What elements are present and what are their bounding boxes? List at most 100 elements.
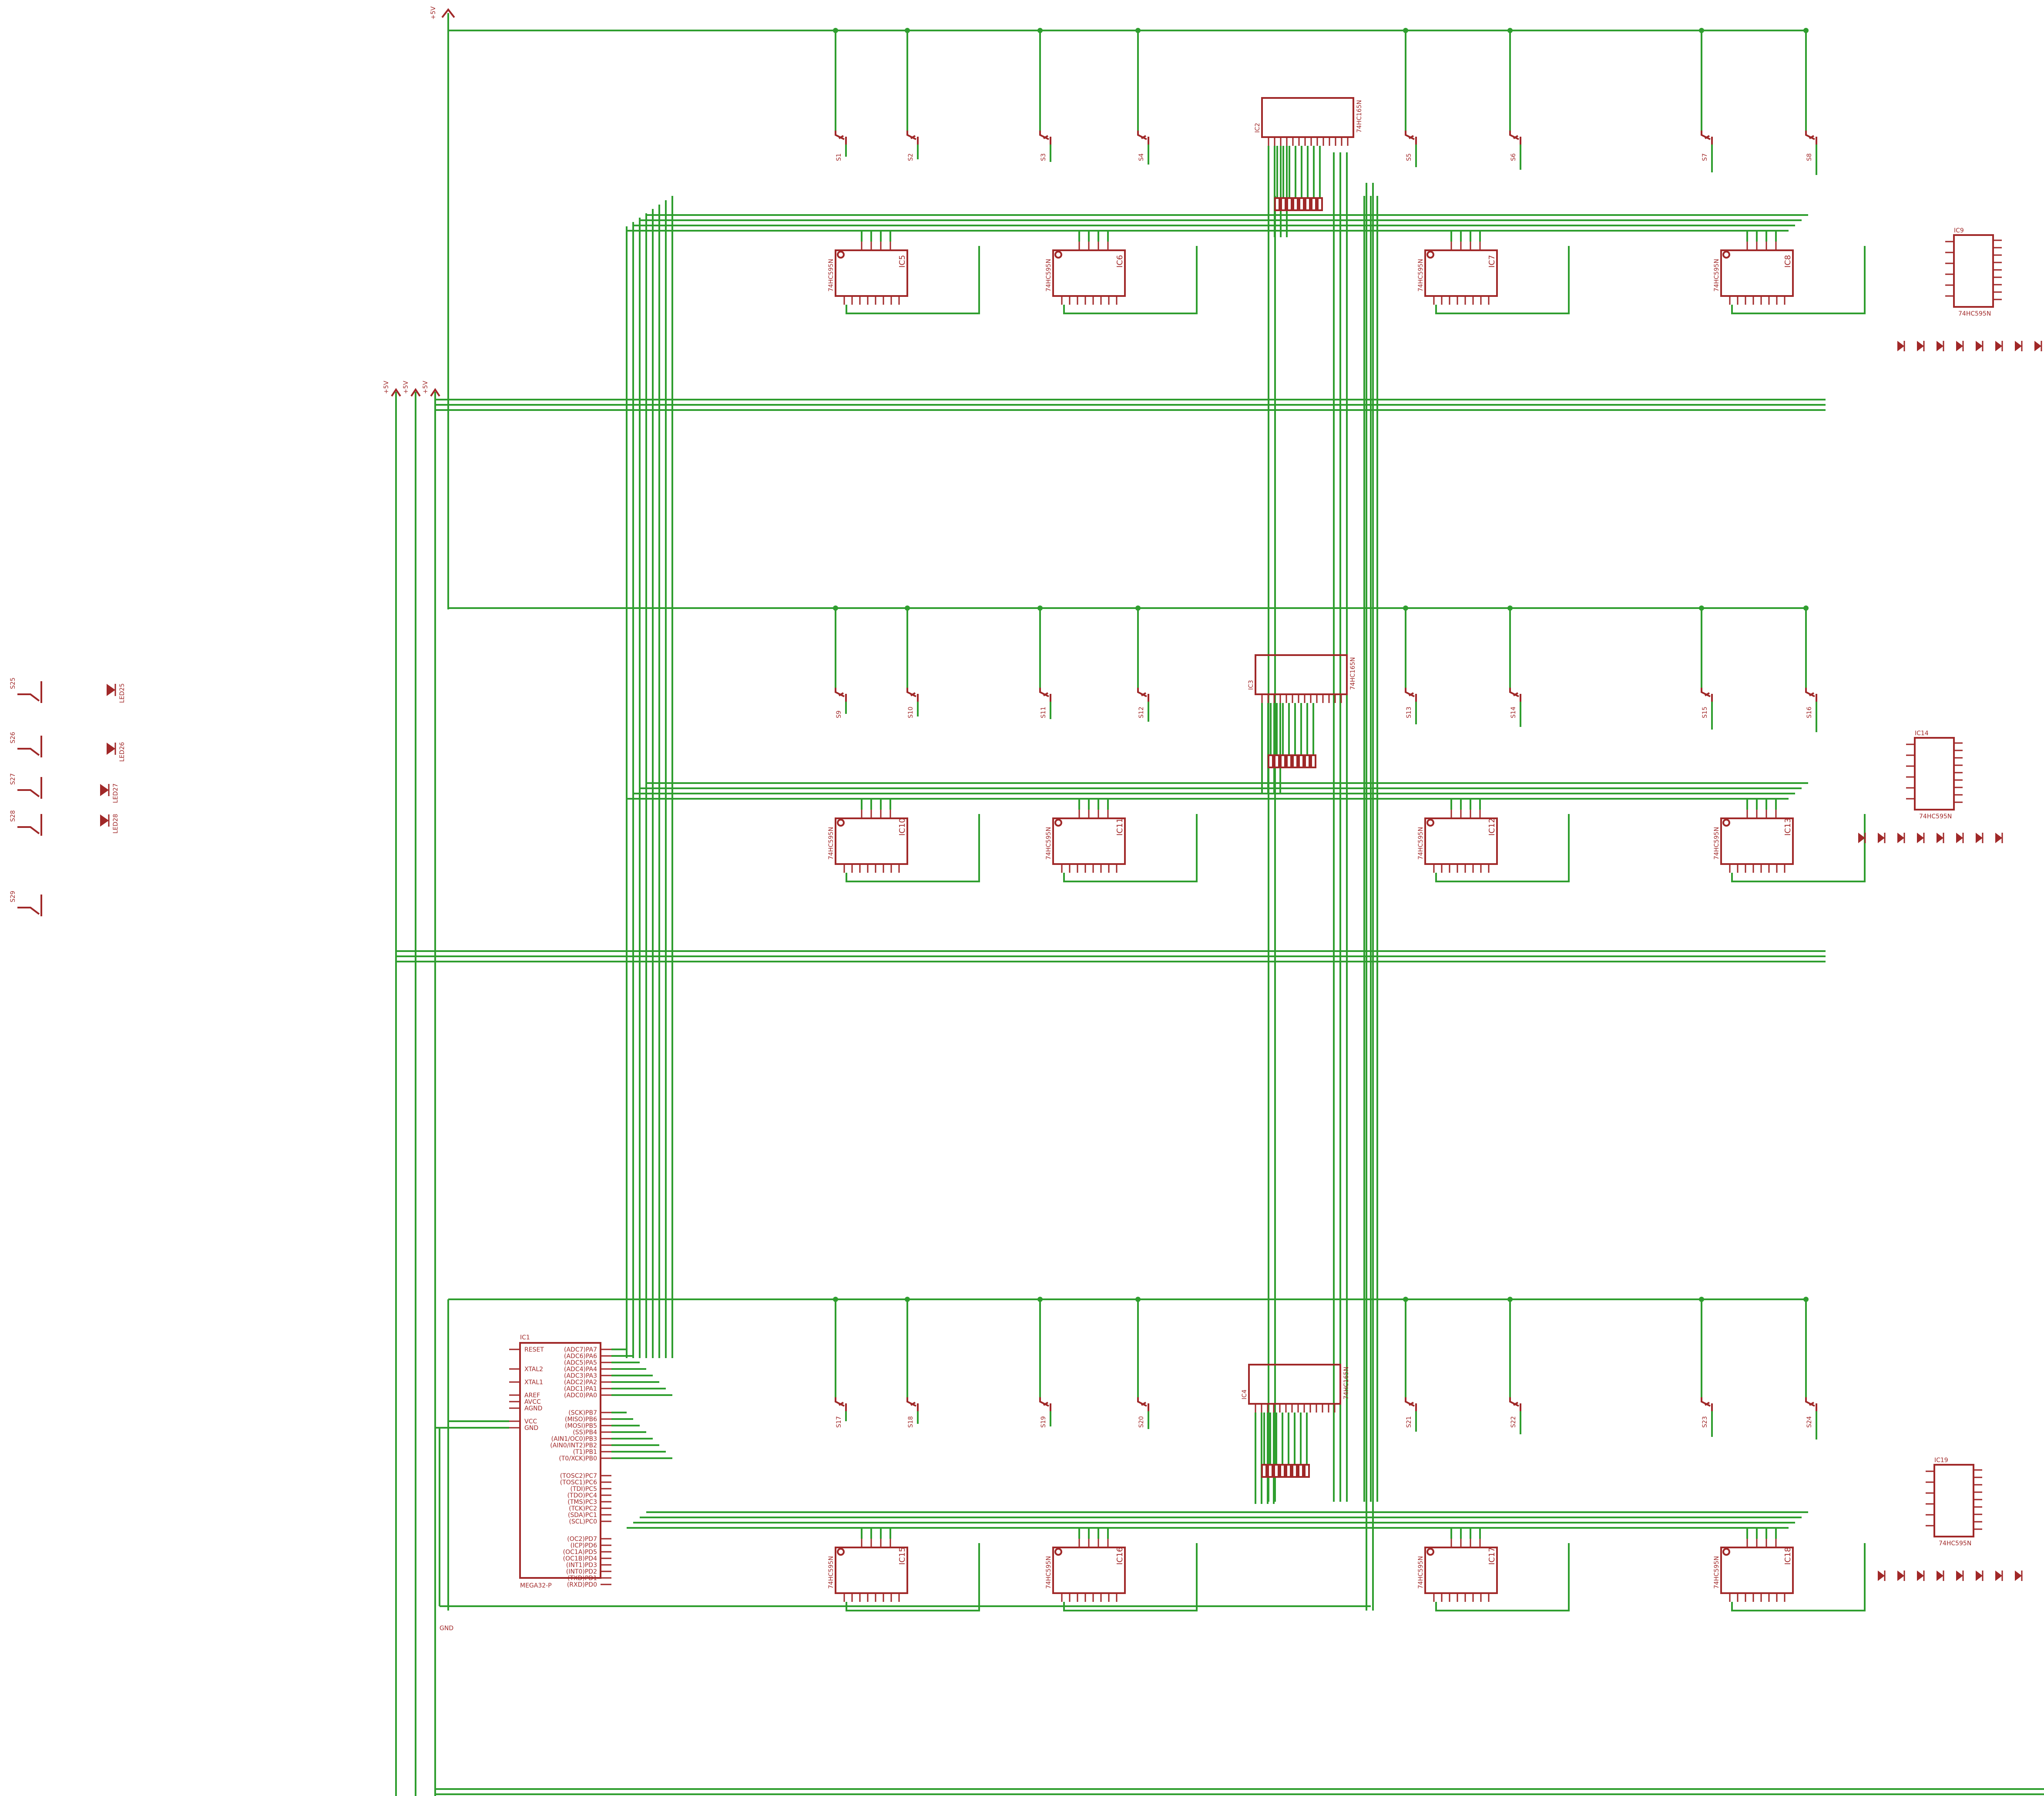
chain-wire [1063,246,1198,314]
switch-label: S22 [1510,1416,1517,1428]
pullup-resistor [1304,1464,1310,1478]
junction-dot [1037,605,1043,611]
register-value: 74HC165N [1349,657,1356,690]
switch-contact [1513,135,1519,139]
pullup-resistor [1261,1464,1267,1478]
pullup-resistor [1267,1464,1273,1478]
junction-dot [1507,605,1513,611]
junction-dot [1403,605,1408,611]
loose-switch [17,789,40,797]
ground-label: GND [440,1625,453,1632]
mcu-pin-label: (TXD)PD1 [567,1575,597,1582]
side-register-name: IC9 [1954,227,1964,234]
switch-contact [1704,135,1710,139]
led-icon [2015,341,2022,351]
loose-led-icon [107,684,115,696]
output-shift-register [1052,1547,1126,1594]
mcu-pin-label: GND [524,1425,538,1432]
chain-wire [1731,1543,1866,1611]
switch-label: S13 [1406,706,1413,718]
pullup-resistor [1298,754,1304,768]
pullup-resistor [1311,197,1317,211]
led-icon [1917,833,1924,843]
switch-contact [1408,692,1414,696]
switch-contact [1141,1402,1147,1406]
switch-label: S9 [836,710,842,718]
mcu-pin-label: (TCK)PC2 [569,1505,597,1512]
mcu-pin-label: (TDO)PC4 [567,1492,597,1499]
mcu-pin-label: (ADC6)PA6 [564,1353,597,1360]
supply-label: +5V [430,6,437,20]
register-value: 74HC165N [1343,1367,1350,1399]
register-name: IC4 [1241,1389,1248,1399]
led-icon [1937,1571,1943,1581]
switch-contact [1141,692,1147,696]
loose-switch-label: S28 [10,810,17,822]
led-icon [1878,833,1885,843]
clock-bubble [1722,1548,1730,1556]
switch-contact [1408,135,1414,139]
junction-dot [905,28,910,33]
mcu-pin-label: AGND [524,1405,542,1412]
led-icon [2015,1571,2022,1581]
side-register-name: IC14 [1915,730,1929,737]
led-icon [1976,1571,1983,1581]
led-icon [1995,341,2002,351]
loose-led-label: LED25 [119,683,126,703]
side-register-value: 74HC595N [1919,813,1952,820]
switch-label: S18 [907,1416,914,1428]
junction-dot [833,28,838,33]
register-name: IC17 [1487,1547,1497,1565]
pullup-resistor [1273,1464,1279,1478]
mcu-pin-label: XTAL1 [524,1379,543,1386]
chain-wire [1435,246,1570,314]
junction-dot [1699,1297,1704,1302]
switch-contact [838,135,844,139]
chain-wire [1731,246,1866,314]
pullup-resistor [1292,1464,1298,1478]
register-value: 74HC595N [1417,1556,1424,1589]
switch-label: S3 [1040,153,1047,161]
loose-led-label: LED28 [112,814,119,834]
mcu-pin-label: AREF [524,1392,540,1399]
switch-contact [1704,692,1710,696]
pullup-resistor [1310,754,1316,768]
part-layer [17,8,2042,1602]
chain-wire [1435,1543,1570,1611]
pullup-resistor [1299,197,1305,211]
mcu-pin-label: (OC1A)PD5 [563,1549,597,1556]
pullup-resistor [1305,197,1311,211]
register-name: IC11 [1115,818,1124,836]
pullup-resistor [1268,754,1274,768]
switch-label: S21 [1406,1416,1413,1428]
input-shift-register [1261,97,1354,138]
side-register-name: IC19 [1934,1457,1948,1464]
supply-arrow [430,388,440,397]
led-icon [1858,833,1865,843]
register-name: IC5 [898,255,907,268]
chain-wire [1731,814,1866,882]
loose-switch [17,907,40,915]
mcu-pin-label: (ADC7)PA7 [564,1346,597,1353]
mcu-pin-label: (MISO)PB6 [565,1416,597,1423]
loose-switch-label: S25 [10,677,17,689]
junction-dot [1403,1297,1408,1302]
register-value: 74HC595N [828,1556,835,1589]
clock-bubble [837,251,845,259]
switch-label: S1 [836,153,842,161]
clock-bubble [837,1548,845,1556]
junction-dot [905,605,910,611]
led-icon [1897,341,1904,351]
junction-dot [1699,605,1704,611]
mcu-pin-label: (SCL)PC0 [569,1518,597,1525]
pullup-resistor [1274,754,1280,768]
switch-label: S12 [1138,706,1145,718]
output-shift-register [1052,817,1126,865]
led-icon [1917,341,1924,351]
input-shift-register [1248,1364,1341,1405]
register-name: IC12 [1487,818,1497,836]
loose-switch-label: S27 [10,773,17,785]
mcu-name: IC1 [520,1334,530,1341]
mcu-value: MEGA32-P [520,1582,552,1589]
